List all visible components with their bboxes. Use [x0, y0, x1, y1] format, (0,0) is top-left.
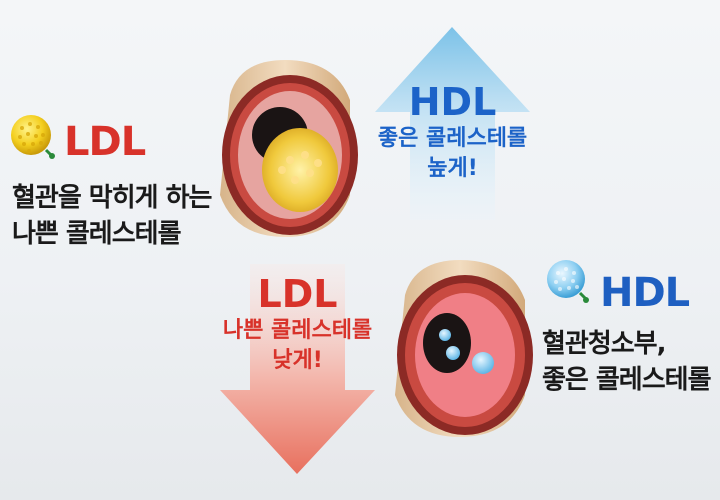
hdl-arrow-title: HDL	[408, 80, 497, 124]
ldl-arrow-line2: 낮게!	[272, 348, 323, 373]
ldl-panel-title: LDL	[64, 119, 146, 165]
ldl-down-arrow	[215, 262, 380, 477]
hdl-description-line1: 혈관청소부,	[542, 329, 666, 359]
ldl-arrow-title: LDL	[257, 272, 338, 316]
ldl-description: 혈관을 막히게 하는 나쁜 콜레스테롤	[12, 180, 212, 252]
hdl-description-line2: 좋은 콜레스테롤	[542, 365, 711, 395]
hdl-description: 혈관청소부, 좋은 콜레스테롤	[542, 326, 711, 398]
ldl-arrow-line1: 나쁜 콜레스테롤	[222, 318, 373, 343]
ldl-particle-icon	[8, 108, 58, 164]
blocked-artery-illustration	[210, 55, 360, 240]
ldl-arrow-label: LDL 나쁜 콜레스테롤 낮게!	[200, 272, 395, 376]
healthy-artery-illustration	[385, 255, 535, 440]
hdl-up-arrow	[355, 22, 550, 222]
hdl-panel-title: HDL	[600, 270, 690, 316]
hdl-arrow-line1: 좋은 콜레스테롤	[377, 126, 528, 151]
hdl-particle-icon	[544, 255, 592, 307]
ldl-description-line1: 혈관을 막히게 하는	[12, 183, 212, 213]
hdl-arrow-label: HDL 좋은 콜레스테롤 높게!	[360, 80, 545, 184]
ldl-description-line2: 나쁜 콜레스테롤	[12, 219, 182, 249]
hdl-arrow-line2: 높게!	[427, 156, 478, 181]
